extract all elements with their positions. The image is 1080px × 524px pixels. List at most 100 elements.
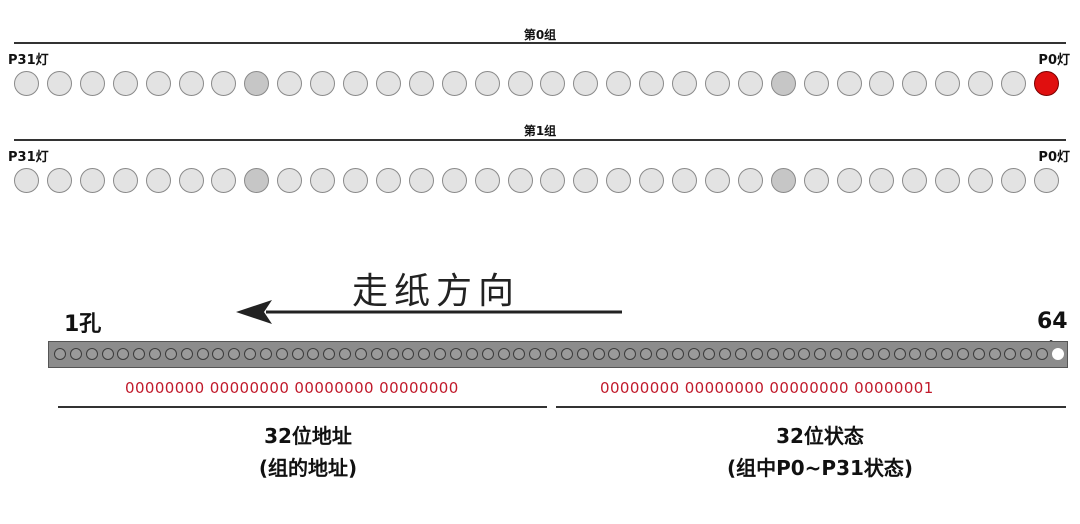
tape-hole-56 — [925, 348, 938, 360]
lamp-p25 — [211, 168, 237, 193]
lamp-p18 — [441, 168, 467, 193]
lamp-p19 — [408, 71, 434, 96]
lamp-p11 — [672, 71, 697, 96]
lamp-p13 — [606, 71, 632, 96]
tape-hole-13 — [244, 348, 257, 360]
tape-hole-1 — [54, 348, 66, 360]
tape-hole-57 — [941, 348, 954, 360]
lamp-p8 — [770, 71, 796, 96]
lamp-p23 — [277, 71, 303, 96]
tape-hole-45 — [750, 348, 763, 360]
address-bits: 00000000 00000000 00000000 00000000 — [125, 379, 459, 397]
tape-hole-58 — [956, 348, 969, 360]
tape-hole-60 — [988, 348, 1001, 360]
tape-hole-62 — [1020, 348, 1033, 360]
lamp-p30 — [46, 168, 72, 193]
first-hole-label: 1孔 — [64, 312, 102, 337]
state-underline — [556, 406, 1066, 408]
lamp-p12 — [639, 71, 665, 96]
tape-hole-37 — [624, 348, 637, 360]
tape-hole-59 — [972, 348, 985, 360]
tape-hole-23 — [402, 348, 415, 360]
tape-hole-16 — [291, 348, 304, 360]
lamp-p15 — [540, 168, 566, 193]
tape-hole-30 — [513, 348, 526, 360]
lamp-p16 — [507, 168, 533, 193]
tape-hole-14 — [259, 348, 272, 360]
tape-hole-17 — [307, 348, 320, 360]
tape-hole-8 — [164, 348, 177, 360]
tape-hole-5 — [117, 348, 130, 360]
lamp-p2 — [968, 71, 994, 96]
state-bits: 00000000 00000000 00000000 00000001 — [600, 379, 934, 397]
tape-hole-43 — [719, 348, 732, 360]
tape-hole-10 — [196, 348, 209, 360]
lamp-p22 — [310, 168, 336, 193]
tape-hole-54 — [893, 348, 906, 360]
p0-label: P0灯 — [1038, 53, 1070, 68]
lamp-p20 — [375, 168, 401, 193]
tape-hole-53 — [877, 348, 890, 360]
address-caption-line2: (组的地址) — [258, 456, 358, 480]
lamp-p4 — [902, 168, 928, 193]
tape-hole-52 — [861, 348, 874, 360]
tape-hole-31 — [529, 348, 542, 360]
tape-hole-42 — [703, 348, 716, 360]
punched-tape — [48, 341, 1068, 368]
tape-hole-35 — [592, 348, 605, 360]
tape-hole-63 — [1036, 348, 1049, 360]
tape-hole-24 — [418, 348, 431, 360]
lamp-p28 — [112, 71, 138, 96]
tape-hole-64 — [1051, 348, 1064, 360]
state-caption: 32位状态 (组中P0~P31状态) — [610, 420, 1030, 484]
lamp-p23 — [277, 168, 303, 193]
lamp-p21 — [343, 168, 368, 193]
lamp-p9 — [737, 71, 763, 96]
lamp-p14 — [573, 71, 599, 96]
lamp-p5 — [869, 71, 895, 96]
lamp-p17 — [474, 71, 500, 96]
lamp-p24 — [244, 168, 270, 193]
tape-hole-7 — [149, 348, 162, 360]
lamp-p26 — [178, 71, 204, 96]
lamp-p22 — [310, 71, 336, 96]
lamp-p7 — [803, 168, 829, 193]
lamp-p6 — [836, 71, 862, 96]
tape-hole-4 — [101, 348, 114, 360]
tape-hole-50 — [830, 348, 843, 360]
address-underline — [58, 406, 547, 408]
lamp-p27 — [145, 71, 171, 96]
lamp-p26 — [178, 168, 204, 193]
lamp-p2 — [968, 168, 994, 193]
tape-hole-20 — [354, 348, 367, 360]
lamp-p0 — [1033, 71, 1059, 96]
lamp-p29 — [79, 71, 105, 96]
tape-hole-47 — [782, 348, 795, 360]
lamp-p1 — [1001, 71, 1026, 96]
lamp-p24 — [244, 71, 270, 96]
tape-hole-38 — [640, 348, 653, 360]
lamp-p28 — [112, 168, 138, 193]
p0-label: P0灯 — [1038, 150, 1070, 165]
group-title: 第1组 — [523, 124, 557, 138]
address-caption-line1: 32位地址 — [264, 424, 352, 448]
lamp-p6 — [836, 168, 862, 193]
group-title: 第0组 — [523, 28, 557, 42]
tape-hole-33 — [560, 348, 573, 360]
lamp-p11 — [672, 168, 697, 193]
state-caption-line2: (组中P0~P31状态) — [726, 456, 914, 480]
lamp-p10 — [704, 168, 730, 193]
tape-hole-3 — [85, 348, 98, 360]
tape-hole-15 — [275, 348, 288, 360]
tape-hole-26 — [450, 348, 462, 360]
lamp-p8 — [770, 168, 796, 193]
tape-hole-40 — [671, 348, 684, 360]
lamp-p4 — [902, 71, 928, 96]
paper-direction-label: 走纸方向 — [352, 271, 521, 312]
tape-hole-27 — [465, 348, 478, 360]
tape-hole-18 — [323, 348, 336, 360]
tape-hole-6 — [133, 348, 146, 360]
tape-hole-21 — [370, 348, 383, 360]
tape-hole-49 — [814, 348, 827, 360]
lamp-p9 — [737, 168, 763, 193]
